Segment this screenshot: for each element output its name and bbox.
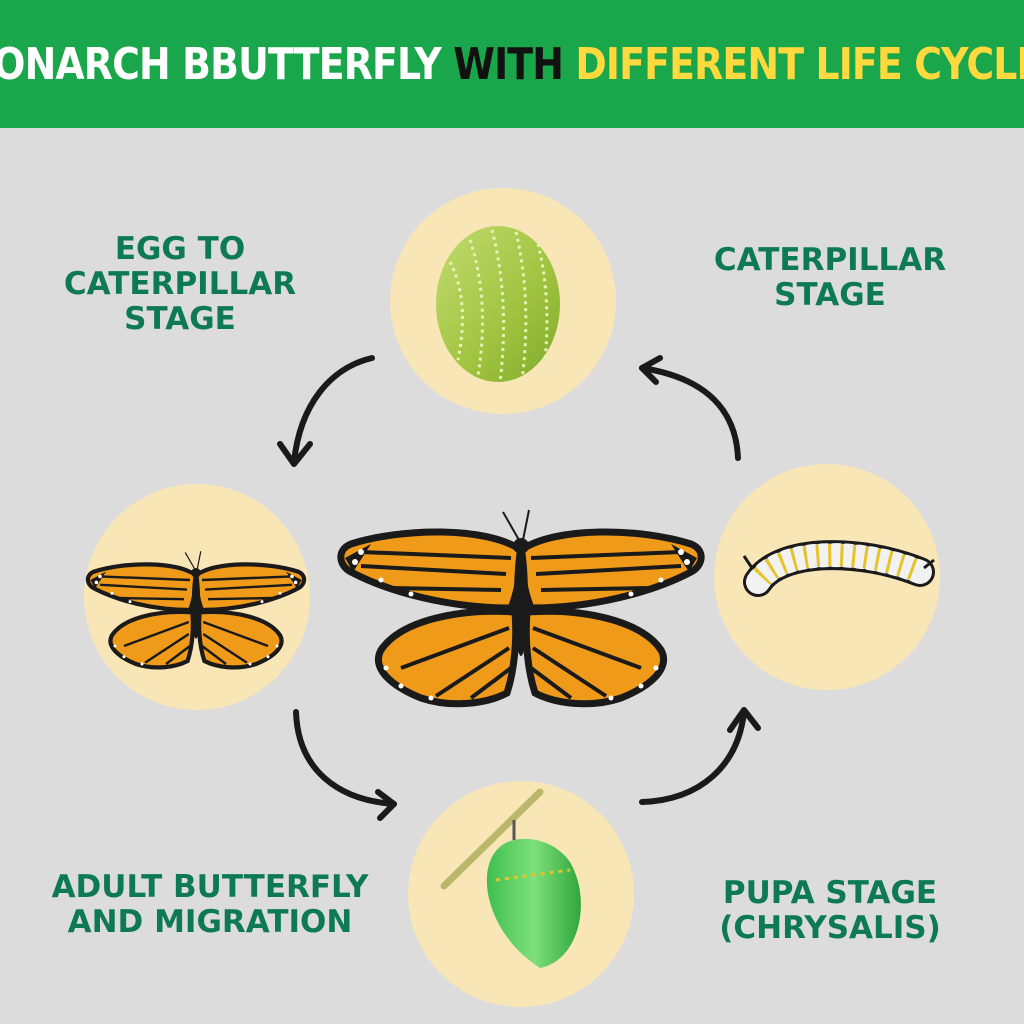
title-part-2: WITH (453, 38, 564, 90)
caterpillar-label-line-1: CATERPILLAR (713, 242, 947, 278)
caterpillar-icon (742, 540, 935, 597)
chrysalis-icon (440, 788, 581, 968)
title-banner: MONARCH BBUTTERFLY WITH DIFFERENT LIFE C… (0, 0, 1024, 128)
egg-label-line-2: CATERPILLAR (63, 266, 297, 302)
caterpillar-stage-label: CATERPILLAR STAGE (690, 243, 970, 313)
pupa-label-line-2: (CHRYSALIS) (719, 910, 941, 946)
title-part-3: DIFFERENT LIFE CYCLES (575, 38, 1024, 90)
arrow-icon (293, 709, 397, 821)
arrow-icon (277, 355, 375, 467)
pupa-label-line-1: PUPA STAGE (722, 875, 938, 911)
page-title: MONARCH BBUTTERFLY WITH DIFFERENT LIFE C… (0, 39, 1024, 90)
egg-icon (436, 226, 560, 383)
pupa-stage-label: PUPA STAGE (CHRYSALIS) (700, 876, 960, 946)
egg-label-line-3: STAGE (124, 301, 236, 337)
butterfly-icon (88, 551, 304, 667)
arrow-icon (639, 707, 761, 805)
butterfly-icon (341, 510, 701, 704)
adult-label-line-1: ADULT BUTTERFLY (51, 869, 369, 905)
egg-label-line-1: EGG TO (114, 231, 246, 267)
title-part-1: MONARCH BBUTTERFLY (0, 38, 442, 90)
caterpillar-label-line-2: STAGE (774, 277, 886, 313)
adult-stage-label: ADULT BUTTERFLY AND MIGRATION (40, 870, 380, 940)
egg-stage-label: EGG TO CATERPILLAR STAGE (50, 232, 310, 337)
adult-label-line-2: AND MIGRATION (67, 904, 353, 940)
arrow-icon (639, 355, 741, 461)
